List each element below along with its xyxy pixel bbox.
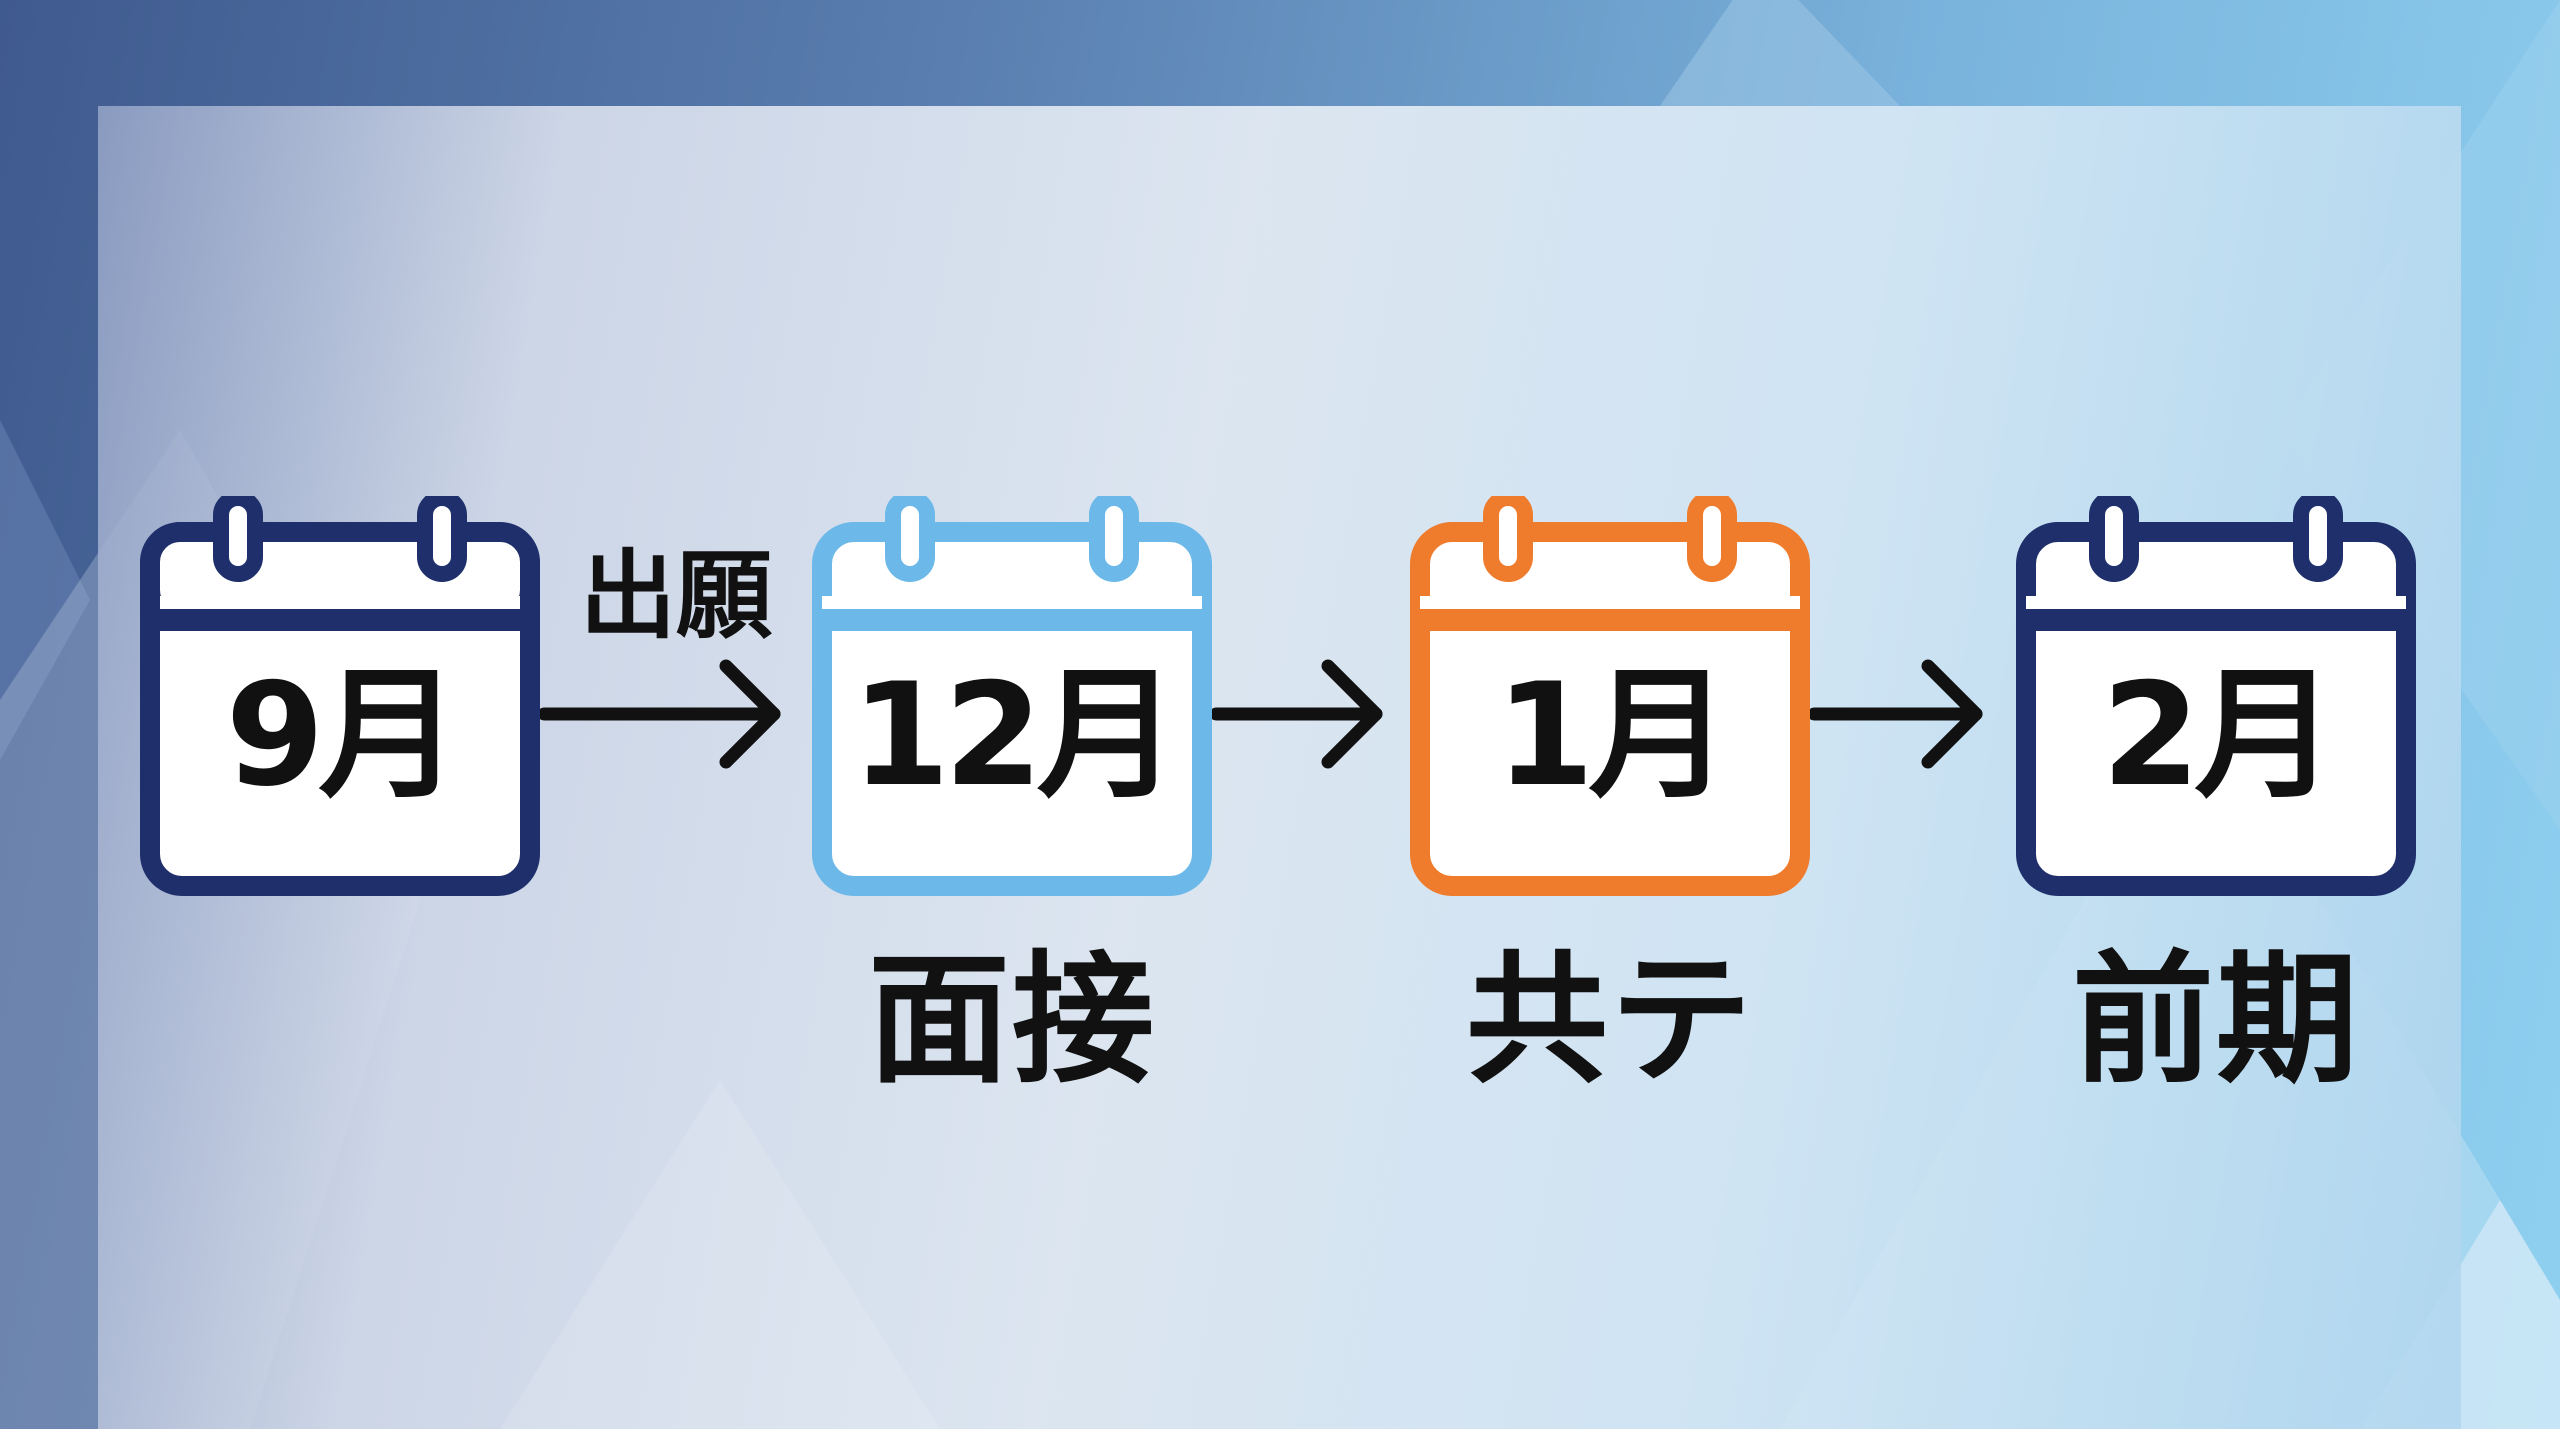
arrow-connector-1	[540, 652, 790, 772]
step-caption-first-stage: 前期	[2072, 938, 2360, 1103]
calendar-icon	[140, 496, 540, 896]
calendar-icon-september: 9月	[140, 496, 540, 896]
step-caption-interview: 面接	[868, 938, 1156, 1103]
arrow-right-icon	[540, 659, 781, 769]
calendar-month-label: 2月	[2101, 653, 2337, 818]
calendar-icon	[812, 496, 1212, 896]
step-caption-common-test: 共テ	[1466, 938, 1754, 1103]
arrow-connector-2	[1212, 652, 1462, 772]
arrow-right-icon	[1212, 659, 1383, 769]
calendar-icon-december: 12月	[812, 496, 1212, 896]
arrow-connector-3	[1810, 652, 2060, 772]
calendar-icon	[1410, 496, 1810, 896]
calendar-month-label: 1月	[1495, 653, 1731, 818]
arrow-label-application: 出願	[580, 540, 772, 652]
calendar-icon-january: 1月	[1410, 496, 1810, 896]
calendar-icon-february: 2月	[2016, 496, 2416, 896]
calendar-month-label: 9月	[225, 653, 461, 818]
calendar-icon	[2016, 496, 2416, 896]
calendar-month-label: 12月	[851, 653, 1179, 818]
arrow-right-icon	[1810, 659, 1983, 769]
